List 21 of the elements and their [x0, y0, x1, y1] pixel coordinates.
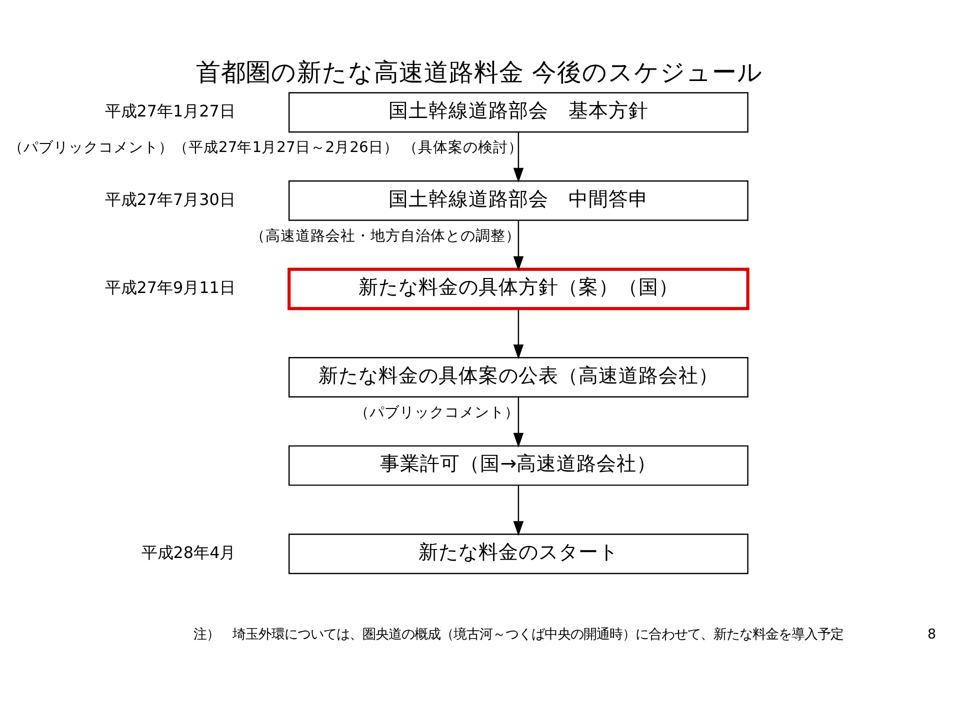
node-label: 平成27年7月30日 — [104, 190, 236, 209]
node-box: 国土幹線道路部会 中間答申 — [288, 180, 748, 221]
node-box: 事業許可（国→高速道路会社） — [288, 445, 748, 486]
node-label: 平成27年1月27日 — [104, 101, 236, 120]
node-box: 新たな料金の具体案の公表（高速道路会社） — [288, 357, 748, 398]
edge-label: （高速道路会社・地方自治体との調整） — [250, 227, 520, 244]
arrow — [513, 132, 524, 183]
node-label: 平成28年4月 — [141, 543, 236, 562]
node-box: 新たな料金の具体方針（案）（国） — [288, 268, 750, 310]
node-label: 平成27年9月11日 — [104, 278, 236, 298]
diagram-title: 首都圏の新たな高速道路料金 今後のスケジュール — [196, 57, 763, 86]
arrow — [513, 220, 524, 271]
edge-label: （パブリックコメント） — [354, 404, 520, 421]
edge-label: （パブリックコメント）（平成27年1月27日～2月26日） （具体案の検討） — [8, 138, 524, 156]
arrow — [513, 397, 524, 448]
arrow — [513, 308, 524, 360]
node-box: 国土幹線道路部会 基本方針 — [288, 92, 748, 133]
label: 注） 埼玉外環については、圏央道の概成（境古河～つくば中央の開通時）に合わせて、新たな料金を導入予定 — [193, 626, 844, 642]
label: 8 — [927, 626, 936, 642]
arrow — [513, 485, 524, 536]
node-box: 新たな料金のスタート — [288, 534, 748, 574]
